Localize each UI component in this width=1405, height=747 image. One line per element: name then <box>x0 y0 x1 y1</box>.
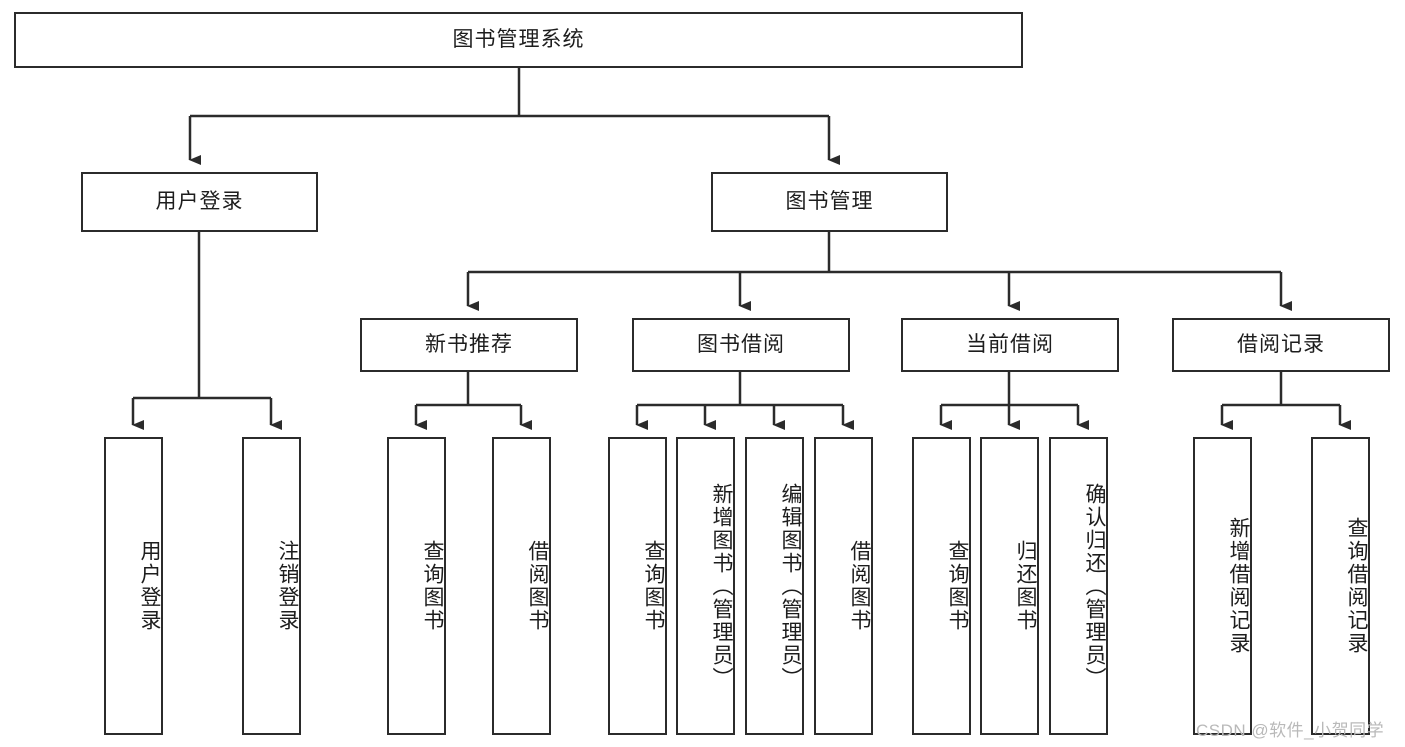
leaf-query-borrow-record: 查询借阅记录 <box>1311 437 1370 735</box>
leaf-edit-book-label: 编辑图书（管理员） <box>779 482 802 690</box>
node-new-book-recommend: 新书推荐 <box>360 318 578 372</box>
leaf-query-book-2-label: 查询图书 <box>642 540 665 632</box>
leaf-confirm-return: 确认归还（管理员） <box>1049 437 1108 735</box>
leaf-add-book-label: 新增图书（管理员） <box>710 482 733 690</box>
leaf-borrow-book-1-label: 借阅图书 <box>526 540 549 632</box>
leaf-edit-book: 编辑图书（管理员） <box>745 437 804 735</box>
node-root: 图书管理系统 <box>14 12 1023 68</box>
leaf-user-login-label: 用户登录 <box>138 540 161 632</box>
node-borrow-record: 借阅记录 <box>1172 318 1390 372</box>
leaf-logout: 注销登录 <box>242 437 301 735</box>
leaf-borrow-book-2: 借阅图书 <box>814 437 873 735</box>
node-book-manage: 图书管理 <box>711 172 948 232</box>
leaf-query-book-1-label: 查询图书 <box>421 540 444 632</box>
leaf-add-borrow-record: 新增借阅记录 <box>1193 437 1252 735</box>
leaf-logout-label: 注销登录 <box>276 540 299 632</box>
leaf-user-login: 用户登录 <box>104 437 163 735</box>
leaf-query-book-1: 查询图书 <box>387 437 446 735</box>
leaf-query-book-2: 查询图书 <box>608 437 667 735</box>
node-current-borrow-label: 当前借阅 <box>966 333 1054 357</box>
leaf-query-book-3: 查询图书 <box>912 437 971 735</box>
leaf-borrow-book-2-label: 借阅图书 <box>848 540 871 632</box>
leaf-return-book-label: 归还图书 <box>1014 540 1037 632</box>
node-new-book-recommend-label: 新书推荐 <box>425 333 513 357</box>
csdn-watermark: CSDN @软件_小贺同学 <box>1196 721 1385 740</box>
leaf-confirm-return-label: 确认归还（管理员） <box>1083 482 1106 690</box>
leaf-return-book: 归还图书 <box>980 437 1039 735</box>
node-book-borrow-label: 图书借阅 <box>697 333 785 357</box>
leaf-add-borrow-record-label: 新增借阅记录 <box>1227 517 1250 655</box>
node-borrow-record-label: 借阅记录 <box>1237 333 1325 357</box>
leaf-query-borrow-record-label: 查询借阅记录 <box>1345 517 1368 655</box>
node-root-label: 图书管理系统 <box>452 28 585 52</box>
node-book-borrow: 图书借阅 <box>632 318 850 372</box>
leaf-query-book-3-label: 查询图书 <box>946 540 969 632</box>
leaf-add-book: 新增图书（管理员） <box>676 437 735 735</box>
node-book-manage-label: 图书管理 <box>785 190 874 214</box>
node-user-login: 用户登录 <box>81 172 318 232</box>
node-current-borrow: 当前借阅 <box>901 318 1119 372</box>
node-user-login-label: 用户登录 <box>155 190 244 214</box>
leaf-borrow-book-1: 借阅图书 <box>492 437 551 735</box>
